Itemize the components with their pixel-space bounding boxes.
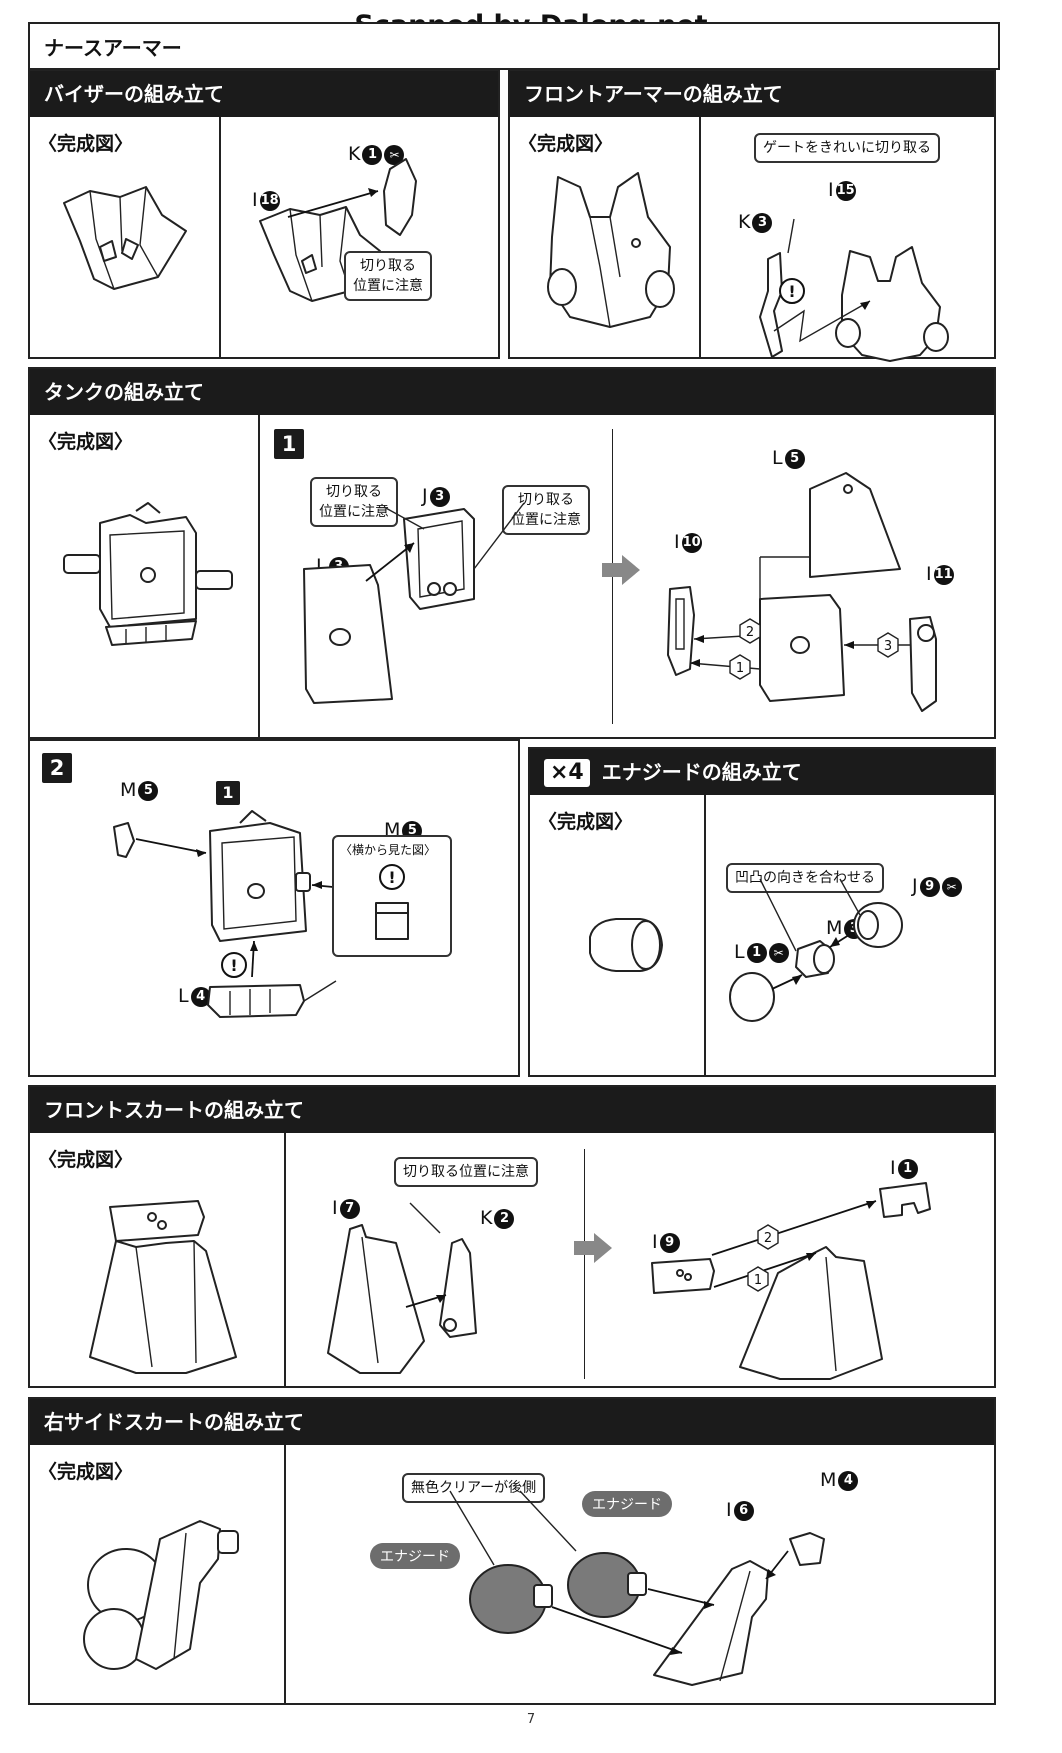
front-skirt-step1-figure bbox=[327, 1202, 477, 1374]
right-side-skirt-assembly-figure bbox=[449, 1490, 825, 1686]
energy-assembly-figure bbox=[729, 878, 903, 1022]
energy-title: エナジードの組み立て bbox=[601, 760, 802, 784]
nipper-icon: ✂ bbox=[941, 876, 962, 897]
right-side-skirt-completed-figure bbox=[83, 1520, 239, 1670]
energy-completed-label: 〈完成図〉 bbox=[538, 811, 634, 833]
front-armor-callout: ゲートをきれいに切り取る bbox=[754, 133, 940, 163]
tank-step1-figure bbox=[303, 502, 525, 704]
front-armor-assembly-figure: ! bbox=[759, 218, 949, 362]
energy-title-bar: ×4 エナジードの組み立て bbox=[530, 749, 994, 795]
nipper-icon: ✂ bbox=[768, 942, 789, 963]
front-skirt-callout: 切り取る位置に注意 bbox=[394, 1157, 538, 1187]
right-arrow-icon bbox=[602, 555, 640, 585]
tank-order-3: 3 bbox=[884, 639, 892, 654]
right-side-skirt-panel: 右サイドスカートの組み立て 〈完成図〉 無色クリアーが後側 エナジード エナジー… bbox=[28, 1397, 996, 1705]
visor-completed-label: 〈完成図〉 bbox=[38, 133, 134, 155]
tank-callout-left: 切り取る 位置に注意 bbox=[310, 477, 398, 527]
front-armor-title: フロントアーマーの組み立て bbox=[510, 71, 994, 117]
front-skirt-step2-figure: 2 1 bbox=[651, 1182, 931, 1380]
tank-completed-label: 〈完成図〉 bbox=[38, 431, 134, 453]
tank-step1-ref-badge: 1 bbox=[216, 781, 240, 805]
energy-multiplier: ×4 bbox=[544, 759, 590, 787]
svg-text:!: ! bbox=[230, 956, 237, 975]
front-armor-completed-label: 〈完成図〉 bbox=[518, 133, 614, 155]
visor-completed-figure bbox=[63, 186, 187, 290]
side-view-label: 〈横から見た図〉 bbox=[340, 843, 437, 857]
side-view-box: 〈横から見た図〉 ! bbox=[332, 835, 452, 957]
visor-title: バイザーの組み立て bbox=[30, 71, 498, 117]
front-skirt-title: フロントスカートの組み立て bbox=[30, 1087, 994, 1133]
tank-title: タンクの組み立て bbox=[30, 369, 994, 415]
tank-step2-badge: 2 bbox=[42, 753, 72, 783]
tank-panel: タンクの組み立て 〈完成図〉 1 切り取る 位置に注意 切り取る 位置に注意 J… bbox=[28, 367, 996, 739]
tank-order-2: 2 bbox=[746, 625, 754, 640]
nipper-icon: ✂ bbox=[384, 144, 405, 165]
right-side-skirt-callout: 無色クリアーが後側 bbox=[402, 1473, 546, 1503]
right-side-skirt-tag-left: エナジード bbox=[370, 1543, 460, 1569]
svg-text:!: ! bbox=[388, 868, 395, 887]
front-skirt-order-2: 2 bbox=[764, 1231, 772, 1246]
energy-callout: 凹凸の向きを合わせる bbox=[726, 863, 884, 893]
energy-completed-figure bbox=[589, 918, 663, 972]
front-armor-completed-figure bbox=[547, 172, 675, 328]
side-view-figure: ! bbox=[375, 864, 409, 940]
page-title: ナースアーマー bbox=[44, 36, 182, 60]
front-skirt-order-1: 1 bbox=[754, 1273, 762, 1288]
right-side-skirt-tag-right: エナジード bbox=[582, 1491, 672, 1517]
front-skirt-completed-figure bbox=[89, 1200, 237, 1374]
right-arrow-icon bbox=[574, 1233, 612, 1263]
svg-text:!: ! bbox=[788, 282, 795, 301]
right-side-skirt-completed-label: 〈完成図〉 bbox=[38, 1461, 134, 1483]
tank-step1-badge: 1 bbox=[274, 429, 304, 459]
page-number: 7 bbox=[526, 1712, 536, 1727]
tank-completed-figure bbox=[63, 502, 233, 646]
right-side-skirt-title: 右サイドスカートの組み立て bbox=[30, 1399, 994, 1445]
tank-callout-right: 切り取る 位置に注意 bbox=[502, 485, 590, 535]
page-title-box: ナースアーマー bbox=[28, 22, 1000, 70]
visor-callout: 切り取る 位置に注意 bbox=[344, 251, 432, 301]
tank-step1b-figure: 2 1 3 bbox=[667, 472, 937, 712]
tank-order-1: 1 bbox=[736, 661, 744, 676]
front-skirt-completed-label: 〈完成図〉 bbox=[38, 1149, 134, 1171]
